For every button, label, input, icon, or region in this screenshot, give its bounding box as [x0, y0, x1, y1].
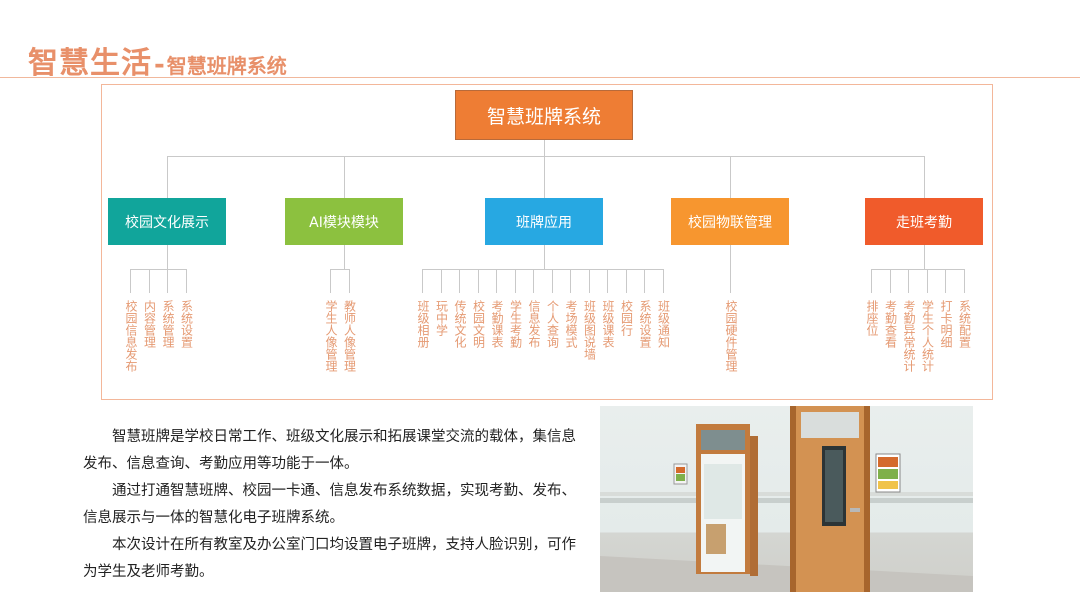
leaf-node: 考勤查看	[883, 300, 898, 348]
connector-line	[533, 269, 534, 293]
connector-line	[167, 156, 925, 157]
title-main: 智慧生活	[28, 46, 152, 81]
leaf-node: 玩中学	[434, 300, 449, 336]
connector-line	[544, 245, 545, 269]
leaf-node: 考场模式	[564, 300, 578, 348]
connector-line	[730, 269, 731, 293]
branch-node: 班牌应用	[485, 198, 603, 245]
connector-line	[924, 156, 925, 198]
leaf-node: 校园信息发布	[124, 300, 138, 372]
connector-line	[662, 269, 664, 293]
connector-line	[477, 269, 479, 293]
title-separator: -	[154, 50, 165, 80]
connector-line	[544, 140, 545, 156]
description-paragraph: 智慧班牌是学校日常工作、班级文化展示和拓展课堂交流的载体，集信息发布、信息查询、…	[83, 429, 576, 472]
connector-line	[625, 269, 627, 293]
connector-line	[344, 245, 345, 269]
leaf-node: 学生人像管理	[324, 300, 338, 372]
leaf-node: 学生考勤	[508, 300, 523, 348]
connector-line	[459, 269, 460, 293]
leaf-node: 考勤课表	[490, 300, 504, 348]
connector-line	[185, 269, 187, 293]
connector-line	[963, 269, 965, 293]
connector-line	[570, 269, 571, 293]
connector-line	[422, 269, 664, 270]
connector-line	[422, 269, 423, 293]
leaf-node: 系统配置	[957, 300, 972, 348]
leaf-node: 班级相册	[416, 300, 430, 348]
connector-line	[130, 269, 187, 270]
diagram-frame	[101, 84, 993, 400]
connector-line	[730, 245, 731, 269]
root-node: 智慧班牌系统	[455, 90, 633, 140]
leaf-node: 信息发布	[527, 300, 541, 348]
connector-line	[908, 269, 909, 293]
leaf-node: 班级通知	[656, 300, 671, 348]
leaf-node: 系统管理	[161, 300, 175, 348]
connector-line	[871, 269, 872, 293]
leaf-node: 班级图说墙	[582, 300, 597, 360]
description-paragraph: 通过打通智慧班牌、校园一卡通、信息发布系统数据，实现考勤、发布、信息展示与一体的…	[83, 483, 576, 526]
branch-node: 校园物联管理	[671, 198, 789, 245]
connector-line	[926, 269, 928, 293]
classroom-door-illustration	[600, 406, 973, 592]
connector-line	[167, 245, 168, 269]
leaf-node: 系统设置	[179, 300, 194, 348]
connector-line	[551, 269, 553, 293]
leaf-node: 系统设置	[638, 300, 652, 348]
description-paragraph: 本次设计在所有教室及办公室门口均设置电子班牌，支持人脸识别，可作为学生及老师考勤…	[83, 537, 576, 580]
leaf-node: 校园硬件管理	[724, 300, 738, 372]
leaf-node: 校园行	[619, 300, 634, 336]
leaf-node: 教师人像管理	[342, 300, 357, 372]
connector-line	[330, 269, 350, 270]
leaf-node: 内容管理	[142, 300, 157, 348]
connector-line	[130, 269, 131, 293]
connector-line	[607, 269, 608, 293]
connector-line	[348, 269, 350, 293]
connector-line	[644, 269, 645, 293]
title-divider	[0, 77, 1080, 78]
leaf-node: 打卡明细	[939, 300, 953, 348]
connector-line	[148, 269, 150, 293]
connector-line	[871, 269, 965, 270]
description-text: 智慧班牌是学校日常工作、班级文化展示和拓展课堂交流的载体，集信息发布、信息查询、…	[83, 424, 583, 586]
connector-line	[588, 269, 590, 293]
connector-line	[167, 156, 168, 198]
page-title: 智慧生活 - 智慧班牌系统	[28, 38, 287, 82]
connector-line	[167, 269, 168, 293]
branch-node: 走班考勤	[865, 198, 983, 245]
connector-line	[945, 269, 946, 293]
leaf-node: 班级课表	[601, 300, 615, 348]
leaf-node: 校园文明	[471, 300, 486, 348]
connector-line	[496, 269, 497, 293]
connector-line	[730, 156, 731, 198]
connector-line	[924, 245, 925, 269]
connector-line	[344, 156, 345, 198]
connector-line	[440, 269, 442, 293]
branch-node: 校园文化展示	[108, 198, 226, 245]
title-subtitle: 智慧班牌系统	[166, 54, 287, 78]
connector-line	[544, 156, 545, 198]
leaf-node: 考勤异常统计	[902, 300, 916, 372]
connector-line	[514, 269, 516, 293]
leaf-node: 学生个人统计	[920, 300, 935, 372]
branch-node: AI模块模块	[285, 198, 403, 245]
connector-line	[889, 269, 891, 293]
classroom-door-photo	[600, 406, 973, 592]
leaf-node: 传统文化	[453, 300, 467, 348]
leaf-node: 排座位	[865, 300, 879, 336]
leaf-node: 个人查询	[545, 300, 560, 348]
connector-line	[330, 269, 331, 293]
